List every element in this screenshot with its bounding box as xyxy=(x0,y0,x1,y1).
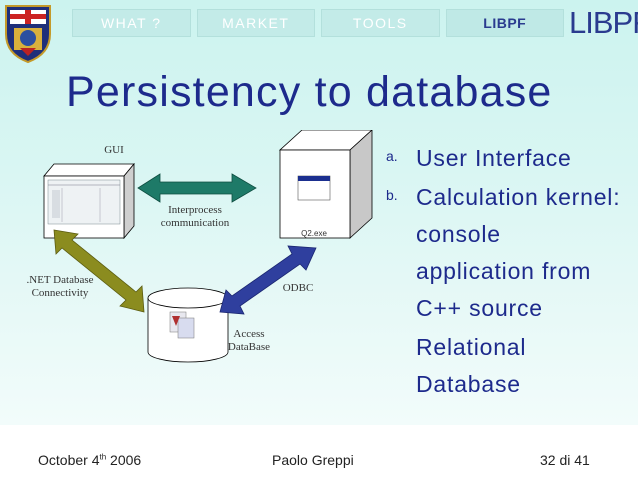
q2-exe-box-icon xyxy=(278,130,373,239)
architecture-diagram: GUI Interprocess communication Q2.exe .N… xyxy=(0,130,390,395)
odbc-arrow-icon xyxy=(219,245,317,315)
bullet-text-b: Calculation kernel: console application … xyxy=(416,184,621,321)
access-label: Access DataBase xyxy=(227,328,271,353)
tab-tools[interactable]: TOOLS xyxy=(321,9,440,37)
tab-libpf[interactable]: LIBPF xyxy=(445,9,564,37)
odbc-label: ODBC xyxy=(282,282,314,294)
gui-box-icon xyxy=(43,162,135,240)
tab-what[interactable]: WHAT ? xyxy=(72,9,191,37)
bullet-item-relational-database: Relational Database xyxy=(416,334,527,397)
footer-bar xyxy=(0,425,638,478)
interprocess-arrow-icon xyxy=(137,173,257,203)
bullet-item-calculation-kernel: b. Calculation kernel: console applicati… xyxy=(386,179,636,327)
bullet-text-a: User Interface xyxy=(416,145,572,171)
footer-page-number: 32 di 41 xyxy=(540,452,590,468)
interprocess-label: Interprocess communication xyxy=(160,204,230,229)
gui-label: GUI xyxy=(104,144,124,156)
university-shield-icon xyxy=(5,5,51,64)
bullet-list: a. User Interface b. Calculation kernel:… xyxy=(386,140,636,403)
database-cylinder-icon xyxy=(147,287,229,363)
footer-author: Paolo Greppi xyxy=(272,452,354,468)
bullet-marker-a: a. xyxy=(386,148,398,164)
exe-label: Q2.exe xyxy=(301,229,327,238)
dotnet-label: .NET Database Connectivity xyxy=(26,274,94,299)
footer-date-prefix: October 4 xyxy=(38,452,100,468)
footer-date-sup: th xyxy=(99,452,107,462)
dotnet-arrow-icon xyxy=(53,229,145,313)
bullet-item-user-interface: a. User Interface xyxy=(386,140,636,177)
libpf-logo: LIBPF xyxy=(569,5,638,40)
tab-market[interactable]: MARKET xyxy=(196,9,315,37)
bullet-marker-b: b. xyxy=(386,187,398,203)
diagram-graphics xyxy=(43,130,373,363)
top-navigation: WHAT ? MARKET TOOLS LIBPF xyxy=(72,9,564,37)
footer-date-suffix: 2006 xyxy=(106,452,142,468)
footer-date: October 4th 2006 xyxy=(38,452,141,468)
slide-title: Persistency to database xyxy=(66,68,553,116)
